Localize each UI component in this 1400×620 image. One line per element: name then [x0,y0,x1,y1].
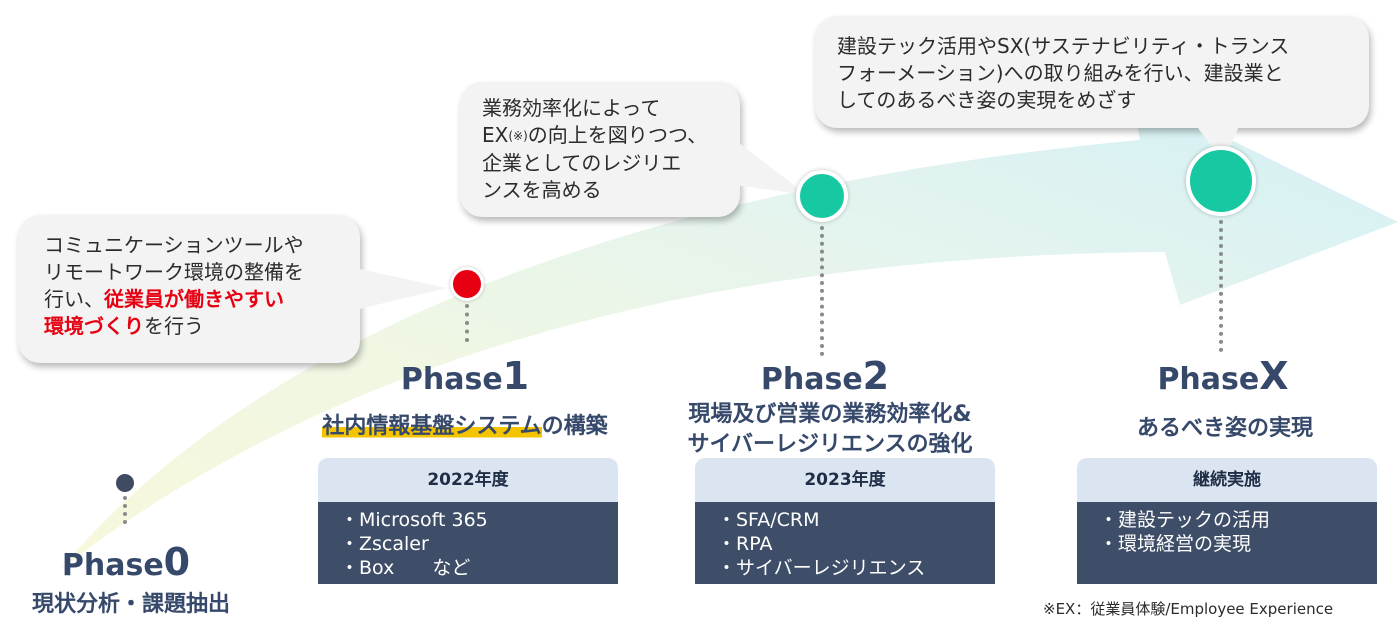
list-item: ・SFA/CRM [717,509,820,531]
footnote-mark: (※) [508,129,528,143]
bubble-text: を行う [144,314,204,338]
bubble-tail-phase1 [355,268,447,310]
bubble-text: 行い、 [44,287,104,311]
card-header: 継続実施 [1077,458,1377,502]
phase2-title: Phase2 [750,354,900,398]
card-header: 2022年度 [318,458,618,502]
phase0-title: Phase0 [56,540,196,584]
bubble-phase1-line2: リモートワーク環境の整備を [44,260,304,284]
phase2-subtitle: 現場及び営業の業務効率化& サイバーレジリエンスの強化 [640,400,1020,460]
bubble-phase2-line2: EX(※)の向上を図りつつ、 [482,122,740,150]
phase0-subtitle: 現状分析・課題抽出 [31,592,230,617]
bubble-tail-phase2 [735,140,807,195]
bubble-text: EX [482,123,509,147]
bubble-phasex-line2: フォーメーション)への取り組みを行い、建設業と [837,61,1284,85]
speech-bubble-phasex: 建設テック活用やSX(サステナビリティ・トランス フォーメーション)への取り組み… [815,16,1369,128]
phase2-card: 2023年度 ・SFA/CRM ・RPA ・サイバーレジリエンス [695,458,995,584]
phase1-subtitle: 社内情報基盤システムの構築 [285,412,645,442]
phase-word: Phase [400,362,503,397]
card-body: ・建設テックの活用 ・環境経営の実現 [1077,502,1377,584]
bubble-phase2-line4: ンスを高める [482,178,602,202]
emphasis-text: 従業員が働きやすい [104,287,284,311]
speech-bubble-phase1: コミュニケーションツールや リモートワーク環境の整備を 行い、従業員が働きやすい… [18,215,360,363]
bubble-text: の向上を図りつつ、 [527,123,708,147]
phase1-card: 2022年度 ・Microsoft 365 ・Zscaler ・Box など [318,458,618,584]
milestone-dot-phase1 [450,267,484,301]
phase-number: 2 [862,354,890,398]
highlighted-text: 社内情報基盤システム [322,414,542,439]
list-item: ・RPA [717,533,773,555]
bubble-phasex-line3: してのあるべき姿の実現をめざす [837,88,1137,112]
milestone-stem-phase2 [820,226,824,356]
bubble-phase1-line3: 行い、従業員が働きやすい [44,286,360,313]
milestone-stem-phase1 [465,304,469,342]
milestone-stem-phasex [1219,220,1223,352]
bubble-tail-phasex [1195,124,1240,162]
bubble-phasex-line1: 建設テック活用やSX(サステナビリティ・トランス [837,34,1290,58]
phase-word: Phase [61,548,164,583]
milestone-stem-phase0 [123,496,127,524]
footnote: ※EX：従業員体験/Employee Experience [1043,600,1334,618]
phase1-title: Phase1 [390,354,540,398]
phasex-subtitle: あるべき姿の実現 [1136,416,1313,441]
list-item: ・Zscaler [340,533,429,555]
milestone-dot-phase0 [114,472,136,494]
phase-word: Phase [760,362,863,397]
subtitle-text: の構築 [541,414,608,439]
list-item: ・Box など [340,557,471,579]
phase-number: 1 [502,354,530,398]
list-item: ・環境経営の実現 [1099,533,1252,555]
phase-number: 0 [163,540,191,584]
phase-number: X [1259,354,1289,398]
card-header: 2023年度 [695,458,995,502]
bubble-phase2-line3: 企業としてのレジリエ [482,151,682,175]
list-item: ・サイバーレジリエンス [717,557,926,579]
subtitle-line: サイバーレジリエンスの強化 [687,432,973,457]
bubble-phase1-line1: コミュニケーションツールや [44,233,304,257]
card-body: ・SFA/CRM ・RPA ・サイバーレジリエンス [695,502,995,584]
card-body: ・Microsoft 365 ・Zscaler ・Box など [318,502,618,584]
emphasis-text: 環境づくり [44,314,144,338]
phasex-card: 継続実施 ・建設テックの活用 ・環境経営の実現 [1077,458,1377,584]
phase-word: Phase [1157,362,1260,397]
speech-bubble-phase2: 業務効率化によって EX(※)の向上を図りつつ、 企業としてのレジリエ ンスを高… [460,82,740,217]
bubble-phase1-line4: 環境づくりを行う [44,313,360,340]
milestone-dot-phasex [1186,146,1256,216]
milestone-dot-phase2 [796,170,848,222]
subtitle-line: 現場及び営業の業務効率化& [688,402,972,427]
phasex-title: PhaseX [1148,354,1298,398]
list-item: ・建設テックの活用 [1099,509,1271,531]
list-item: ・Microsoft 365 [340,509,488,531]
bubble-phase2-line1: 業務効率化によって [482,96,661,120]
